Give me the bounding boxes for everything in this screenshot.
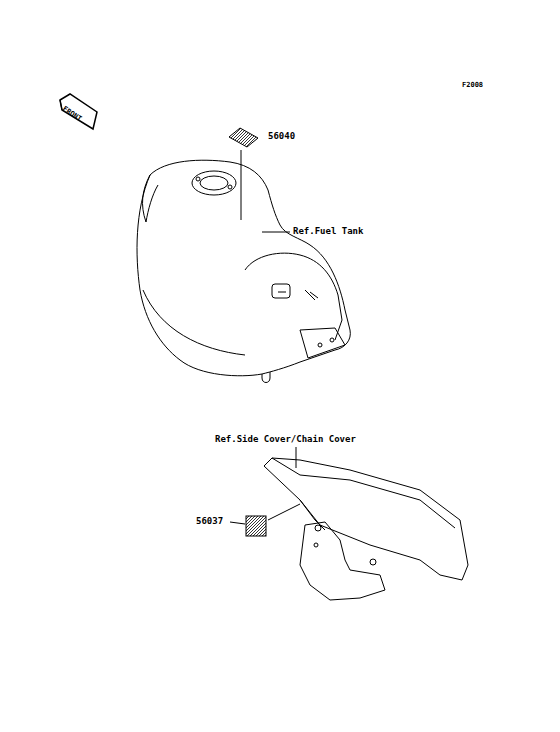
reference-label: Ref.Side Cover/Chain Cover xyxy=(215,434,356,445)
figure-number: F2008 xyxy=(462,80,483,91)
callout-number: 56037 xyxy=(196,516,223,527)
callout-number: 56040 xyxy=(268,131,295,142)
reference-label: Ref.Fuel Tank xyxy=(293,226,363,237)
